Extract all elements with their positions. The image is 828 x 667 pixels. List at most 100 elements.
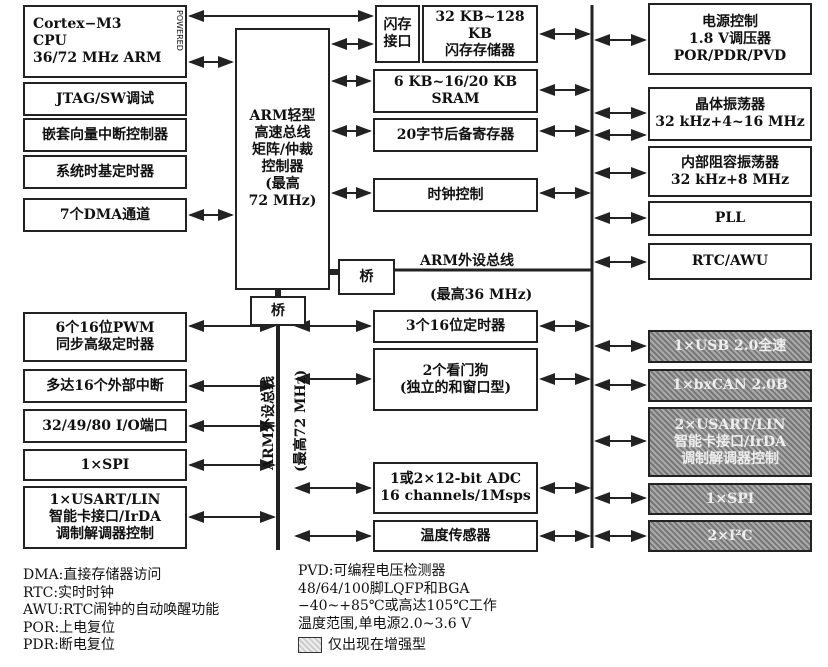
apb2-bridge-box: 桥 [250, 296, 306, 326]
box-label: Cortex−M3 [33, 16, 122, 32]
box-label: 32 KB~128 KB [435, 8, 525, 42]
box-label: 32 kHz+8 MHz [670, 171, 790, 188]
box-label: 闪存存储器 [445, 42, 515, 59]
general-timers-box: 3个16位定时器 [373, 310, 538, 343]
box-label: 接口 [383, 34, 412, 50]
apb2-bus-label: ARM外设总线 [261, 376, 277, 470]
box-label: 32 kHz+4~16 MHz [655, 114, 805, 130]
box-label: (最高 [265, 176, 300, 192]
box-label: 温度传感器 [420, 527, 491, 544]
box-label: 20字节后备寄存器 [396, 126, 515, 143]
box-label: 多达16个外部中断 [46, 377, 164, 394]
legend-line: 48/64/100脚LQFP和BGA [298, 580, 470, 597]
backup-registers-box: 20字节后备寄存器 [373, 118, 538, 152]
feature-legend: PVD:可编程电压检测器 48/64/100脚LQFP和BGA −40~+85℃… [298, 563, 497, 655]
systick-box: 系统时基定时器 [23, 155, 187, 189]
box-label: 智能卡接口/IrDA [673, 433, 787, 450]
box-label: 控制器 [261, 159, 304, 175]
rtc-awu-box: RTC/AWU [648, 243, 812, 280]
box-label: 36/72 MHz ARM [33, 50, 162, 66]
external-interrupt-box: 多达16个外部中断 [23, 369, 187, 403]
box-label: CPU [33, 33, 67, 49]
box-label: 调制解调器控制 [681, 450, 779, 467]
shaded-swatch [298, 637, 322, 653]
arm-powered-logo: POWERED [175, 10, 184, 51]
box-label: 矩阵/仲裁 [251, 142, 314, 158]
box-label: 32/49/80 I/O端口 [42, 417, 168, 434]
box-label: 2×USART/LIN [674, 416, 786, 433]
legend-line: PDR:断电复位 [23, 637, 115, 653]
box-label: ARM轻型 [249, 108, 316, 124]
dma-box: 7个DMA通道 [23, 198, 187, 232]
shaded-legend-label: 仅出现在增强型 [328, 637, 426, 653]
box-label: 1×USART/LIN [49, 492, 161, 508]
apb1-speed-label: (最高36 MHz) [430, 287, 533, 303]
box-label: 调制解调器控制 [56, 526, 154, 542]
box-label: 高速总线 [254, 125, 311, 141]
i2c-box: 2×I²C [648, 520, 812, 552]
box-label: 闪存 [383, 17, 412, 33]
box-label: 2个看门狗 [422, 362, 489, 379]
nvic-box: 嵌套向量中断控制器 [23, 118, 187, 152]
box-label: 同步高级定时器 [56, 337, 154, 353]
box-label: 6 KB~16/20 KB [393, 74, 518, 90]
abbreviation-legend: DMA:直接存储器访问 RTC:实时时钟 AWU:RTC闹钟的自动唤醒功能 PO… [23, 567, 219, 655]
jtag-debug-box: JTAG/SW调试 [23, 82, 187, 116]
box-label: 6个16位PWM [55, 320, 155, 336]
box-label: 桥 [271, 302, 285, 319]
box-label: (独立的和窗口型) [399, 379, 512, 396]
box-label: 系统时基定时器 [56, 163, 154, 180]
box-label: 1×SPI [705, 490, 755, 507]
box-label: 电源控制 [702, 13, 758, 30]
legend-line: AWU:RTC闹钟的自动唤醒功能 [23, 602, 220, 618]
box-label: 2×I²C [707, 527, 753, 544]
box-label: 1.8 V调压器 [688, 30, 772, 47]
pll-box: PLL [648, 201, 812, 236]
box-label: 时钟控制 [427, 186, 484, 203]
box-label: 1×SPI [80, 456, 130, 473]
box-label: 内部阻容振荡器 [681, 154, 779, 171]
flash-interface-box: 闪存接口 [375, 5, 420, 63]
box-label: JTAG/SW调试 [55, 90, 155, 107]
box-label: 桥 [359, 268, 374, 285]
box-label: 嵌套向量中断控制器 [42, 126, 168, 143]
box-label: 7个DMA通道 [59, 206, 151, 223]
box-label: 16 channels/1Msps [380, 488, 531, 504]
box-label: PLL [714, 210, 746, 226]
box-label: POR/PDR/PVD [673, 47, 787, 64]
box-label: 1×USB 2.0全速 [673, 338, 787, 354]
watchdog-box: 2个看门狗(独立的和窗口型) [373, 348, 538, 411]
box-label: 智能卡接口/IrDA [48, 509, 162, 525]
legend-line: PVD:可编程电压检测器 [298, 563, 446, 579]
legend-line: 温度范围,单电源2.0~3.6 V [298, 615, 472, 632]
legend-line: POR:上电复位 [23, 619, 116, 636]
temperature-sensor-box: 温度传感器 [373, 520, 538, 552]
box-label: 1×bxCAN 2.0B [672, 377, 788, 393]
usb-box: 1×USB 2.0全速 [648, 330, 812, 363]
apb1-bridge-box: 桥 [338, 259, 395, 295]
spi1-box: 1×SPI [23, 449, 187, 481]
box-label: RTC/AWU [691, 253, 769, 269]
box-label: 1或2×12-bit ADC [389, 471, 522, 487]
legend-line: −40~+85℃或高达105℃工作 [298, 598, 497, 614]
box-label: 72 MHz) [248, 193, 317, 209]
can-box: 1×bxCAN 2.0B [648, 369, 812, 402]
box-label: 晶体振荡器 [695, 97, 765, 113]
spi2-box: 1×SPI [648, 483, 812, 515]
shaded-legend: 仅出现在增强型 [298, 637, 497, 655]
clock-control-box: 时钟控制 [373, 178, 538, 212]
apb2-speed-label: (最高72 MHz) [293, 369, 309, 472]
io-ports-box: 32/49/80 I/O端口 [23, 409, 187, 443]
legend-line: RTC:实时时钟 [23, 584, 115, 601]
box-label: SRAM [431, 91, 480, 107]
